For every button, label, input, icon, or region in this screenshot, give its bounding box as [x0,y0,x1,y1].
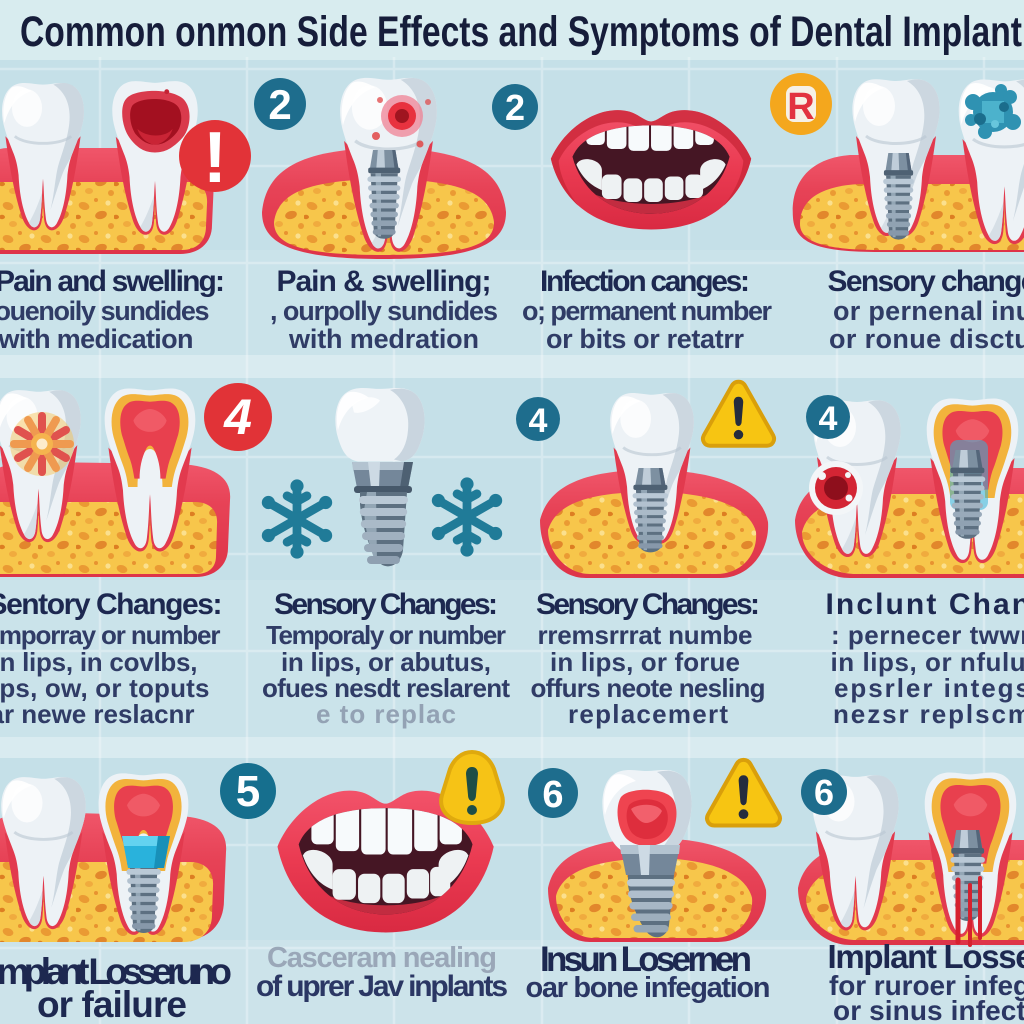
svg-text:or ronue disctutr: or ronue disctutr [829,324,1024,354]
svg-text:!: ! [203,118,227,198]
svg-text:or sinus infectu: or sinus infectu [833,995,1024,1024]
svg-text:2: 2 [505,87,525,128]
svg-text:Insun Losernen: Insun Losernen [540,940,752,979]
svg-text:Sentory Changes:: Sentory Changes: [0,588,223,621]
svg-text:ar newe reslacnr: ar newe reslacnr [0,699,195,729]
svg-text:, ourpolly sundides: , ourpolly sundides [270,296,498,326]
svg-text:R: R [787,86,814,128]
svg-text:with medration: with medration [288,324,479,354]
svg-text:e to replac: e to replac [316,699,456,729]
svg-text:Sensory Changes:: Sensory Changes: [274,588,498,621]
svg-text:in lips, in covlbs,: in lips, in covlbs, [0,647,198,677]
svg-text:of uprer Jav inplants: of uprer Jav inplants [256,970,508,1003]
svg-text:Implant Lossen: Implant Lossen [828,938,1024,975]
svg-text:epsrler integsr: epsrler integsr [834,673,1024,703]
svg-text:Casceram nealing: Casceram nealing [267,942,497,974]
svg-text:Implant Losseruno: Implant Losseruno [0,951,232,992]
svg-text:in lips, or forue: in lips, or forue [550,647,740,677]
svg-text:: pernecer twwrr: : pernecer twwrr [831,620,1024,650]
svg-text:6: 6 [542,774,563,816]
svg-text:Infection canges:: Infection canges: [540,265,750,298]
svg-text:oar bone infegation: oar bone infegation [526,972,771,1004]
svg-text:emporray or number: emporray or number [0,620,221,650]
svg-text:o; permanent number: o; permanent number [522,296,772,326]
svg-text:offurs neote nesling: offurs neote nesling [531,673,766,703]
svg-text:4: 4 [819,400,838,438]
svg-text:in lips, or abutus,: in lips, or abutus, [281,647,491,677]
svg-text:or failure: or failure [37,984,187,1024]
svg-text:Pain & swelling;: Pain & swelling; [277,265,492,298]
svg-text:or pernenal inur: or pernenal inur [833,296,1024,326]
svg-text:ouenoily sundides: ouenoily sundides [0,296,210,326]
svg-text:Temporaly or number: Temporaly or number [266,620,506,650]
svg-text:ofues nesdt reslarent: ofues nesdt reslarent [262,673,510,703]
svg-text:for ruroer infegti: for ruroer infegti [829,970,1024,1001]
svg-text:4: 4 [529,402,548,440]
svg-text:5: 5 [236,767,260,816]
svg-text:4: 4 [223,389,252,445]
svg-text:lips, ow, or toputs: lips, ow, or toputs [0,673,210,703]
svg-text:with medication: with medication [0,324,194,354]
svg-text:2: 2 [268,81,291,128]
svg-text:Sensory changes: Sensory changes [828,265,1024,298]
svg-text:or bits or retatrr: or bits or retatrr [546,324,744,354]
svg-text:Sensory Changes:: Sensory Changes: [536,588,760,621]
svg-text:Common onmon Side Effects and: Common onmon Side Effects and Symptoms o… [20,8,1022,56]
svg-text:rremsrrrat numbe: rremsrrrat numbe [538,620,753,650]
svg-text:replacemert: replacemert [568,699,728,729]
svg-text:6: 6 [814,772,834,813]
svg-text:nezsr replscmr: nezsr replscmr [833,699,1024,729]
svg-text:in lips, or nfulutr: in lips, or nfulutr [831,647,1024,677]
svg-text:Pain and swelling:: Pain and swelling: [0,265,225,298]
